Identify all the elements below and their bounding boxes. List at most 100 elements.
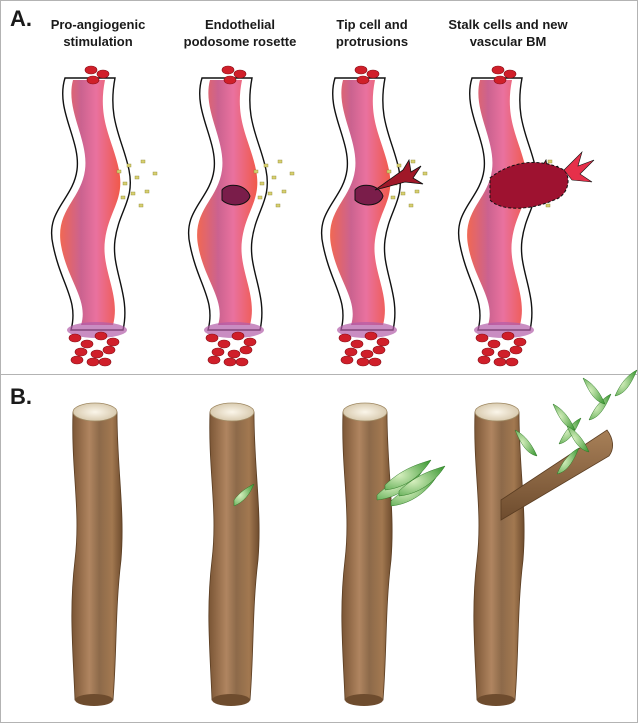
leaf bbox=[556, 447, 580, 475]
red-blood-cell bbox=[487, 339, 501, 349]
red-blood-cell bbox=[338, 333, 352, 343]
tree-stage-2 bbox=[208, 402, 260, 706]
vessel-base bbox=[67, 322, 127, 338]
red-blood-cell bbox=[475, 333, 489, 343]
red-blood-cell bbox=[235, 357, 249, 367]
vegf-particle bbox=[390, 195, 396, 200]
red-blood-cell bbox=[223, 75, 237, 85]
red-blood-cell bbox=[84, 65, 98, 75]
stage-3-title-line1: Tip cell and bbox=[336, 17, 408, 32]
red-blood-cell bbox=[102, 345, 116, 355]
vegf-particle bbox=[408, 203, 414, 208]
red-blood-cell bbox=[74, 347, 88, 357]
vegf-particle bbox=[271, 175, 277, 180]
leaf bbox=[398, 465, 446, 497]
stage-1-title-line2: stimulation bbox=[63, 34, 133, 49]
red-blood-cell bbox=[86, 357, 100, 367]
trunk-cut-top bbox=[342, 402, 388, 422]
vessel-lumen bbox=[60, 80, 121, 325]
tree-trunk bbox=[473, 411, 525, 701]
vegf-particle bbox=[547, 159, 553, 164]
red-blood-cell bbox=[98, 357, 112, 367]
tree-trunk bbox=[208, 411, 260, 701]
leaf bbox=[384, 459, 432, 491]
leaf bbox=[566, 425, 590, 453]
red-blood-cell bbox=[364, 331, 378, 341]
vegf-particle bbox=[263, 163, 269, 168]
tip-cell bbox=[374, 158, 424, 191]
vegf-particle bbox=[259, 181, 265, 186]
tip-cell bbox=[563, 150, 595, 183]
red-blood-cell bbox=[360, 349, 374, 359]
stage-1-title: Pro-angiogenic stimulation bbox=[28, 16, 168, 50]
vegf-particle bbox=[289, 171, 295, 176]
red-blood-cell bbox=[86, 75, 100, 85]
vegf-particle bbox=[275, 203, 281, 208]
podosome-rosette bbox=[221, 184, 251, 206]
red-blood-cell bbox=[221, 65, 235, 75]
red-blood-cell bbox=[233, 69, 247, 79]
red-blood-cell bbox=[106, 337, 120, 347]
red-blood-cell bbox=[356, 357, 370, 367]
vegf-particle bbox=[116, 169, 122, 174]
stage-2-title-line2: podosome rosette bbox=[183, 34, 297, 49]
stalk-cells bbox=[489, 161, 569, 209]
tree-stage-4 bbox=[473, 369, 638, 706]
leaf-bud bbox=[233, 483, 255, 507]
vegf-particle bbox=[281, 189, 287, 194]
trunk-cut-top bbox=[209, 402, 255, 422]
leaf bbox=[582, 377, 606, 405]
red-blood-cell bbox=[501, 331, 515, 341]
red-blood-cell bbox=[356, 75, 370, 85]
vegf-particle bbox=[126, 163, 132, 168]
vessel-base bbox=[337, 322, 397, 338]
red-blood-cell bbox=[227, 349, 241, 359]
vegf-particle bbox=[152, 171, 158, 176]
red-blood-cell bbox=[96, 69, 110, 79]
red-blood-cell bbox=[481, 347, 495, 357]
vegf-particle bbox=[422, 171, 428, 176]
red-blood-cell bbox=[223, 357, 237, 367]
panel-divider bbox=[0, 374, 638, 375]
red-blood-cell bbox=[493, 357, 507, 367]
vessel-row bbox=[50, 65, 595, 367]
red-blood-cell bbox=[239, 345, 253, 355]
red-blood-cell bbox=[505, 357, 519, 367]
trunk-base bbox=[345, 694, 383, 706]
vessel-stage-2 bbox=[187, 65, 295, 367]
stage-4-title: Stalk cells and new vascular BM bbox=[438, 16, 578, 50]
stage-3-title-line2: protrusions bbox=[335, 34, 409, 49]
trunk-base bbox=[75, 694, 113, 706]
stage-3-title: Tip cell and protrusions bbox=[302, 16, 442, 50]
red-blood-cell bbox=[376, 337, 390, 347]
vegf-particle bbox=[122, 181, 128, 186]
red-blood-cell bbox=[68, 333, 82, 343]
red-blood-cell bbox=[366, 69, 380, 79]
leaf bbox=[588, 393, 612, 421]
vegf-particle bbox=[396, 163, 402, 168]
trunk-cut-top bbox=[474, 402, 520, 422]
red-blood-cell bbox=[211, 347, 225, 357]
vegf-particle bbox=[386, 169, 392, 174]
red-blood-cell bbox=[344, 347, 358, 357]
red-blood-cell bbox=[340, 355, 354, 365]
trunk-base bbox=[212, 694, 250, 706]
vegf-particle bbox=[120, 195, 126, 200]
vegf-particle bbox=[277, 159, 283, 164]
vegf-particle bbox=[253, 169, 259, 174]
vegf-particle bbox=[414, 189, 420, 194]
red-blood-cell bbox=[493, 75, 507, 85]
vessel-stage-4 bbox=[457, 65, 595, 367]
red-blood-cell bbox=[350, 339, 364, 349]
tree-trunk bbox=[341, 411, 393, 701]
vessel-base bbox=[204, 322, 264, 338]
red-blood-cell bbox=[513, 337, 527, 347]
stage-2-title: Endothelial podosome rosette bbox=[170, 16, 310, 50]
panel-b-label: B. bbox=[10, 384, 32, 409]
vegf-particle bbox=[130, 191, 136, 196]
stage-1-title-line1: Pro-angiogenic bbox=[50, 17, 146, 32]
red-blood-cell bbox=[243, 337, 257, 347]
leaf bbox=[552, 403, 576, 431]
vegf-particle bbox=[134, 175, 140, 180]
